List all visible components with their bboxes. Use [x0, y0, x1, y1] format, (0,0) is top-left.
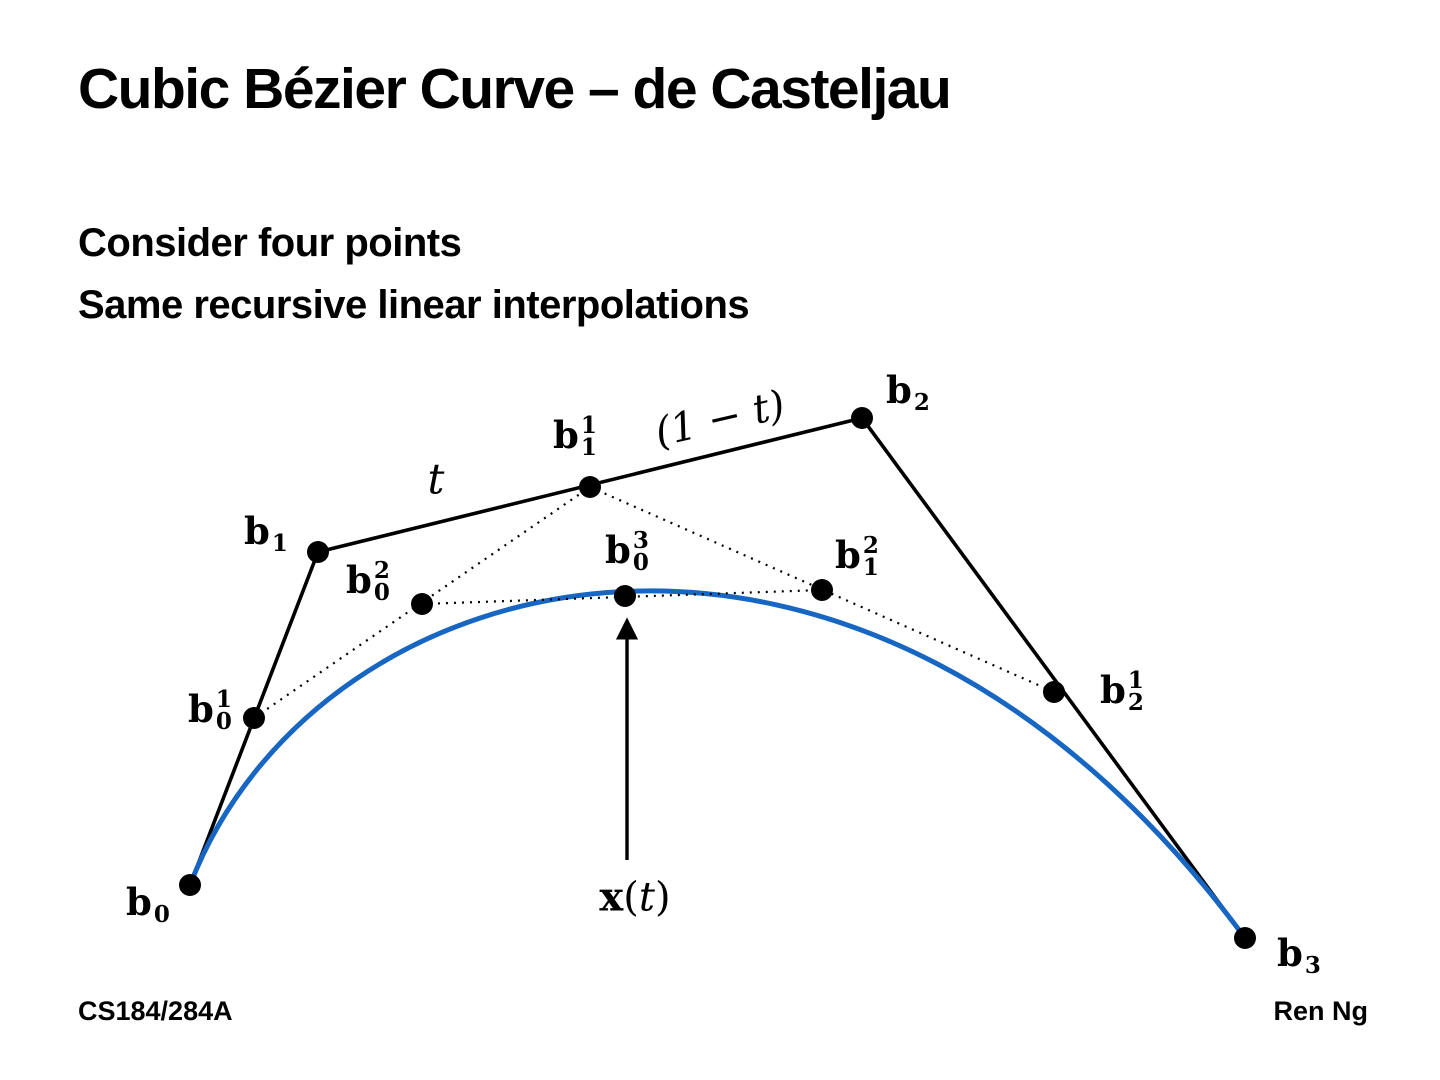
body-text: Consider four points Same recursive line…	[78, 212, 750, 336]
b2_1-dot	[1043, 681, 1065, 703]
b1_1-dot	[579, 476, 601, 498]
body-line-2: Same recursive linear interpolations	[78, 283, 750, 327]
b2-dot	[851, 407, 873, 429]
b0_2-dot	[411, 593, 433, 615]
b1-dot	[307, 541, 329, 563]
bezier-curve	[187, 588, 1248, 941]
footer: CS184/284A Ren Ng	[78, 996, 1368, 1027]
b0_3-dot	[614, 585, 636, 607]
slide-title: Cubic Bézier Curve – de Casteljau	[78, 57, 952, 121]
author-label: Ren Ng	[1273, 996, 1369, 1026]
body-line-1: Consider four points	[78, 221, 462, 265]
b0_1-dot	[243, 707, 265, 729]
b3-dot	[1234, 927, 1256, 949]
b0-dot	[179, 874, 201, 896]
course-label: CS184/284A	[78, 996, 233, 1026]
control-polygon-edge-2	[860, 416, 1247, 940]
b1_2-dot	[811, 579, 833, 601]
